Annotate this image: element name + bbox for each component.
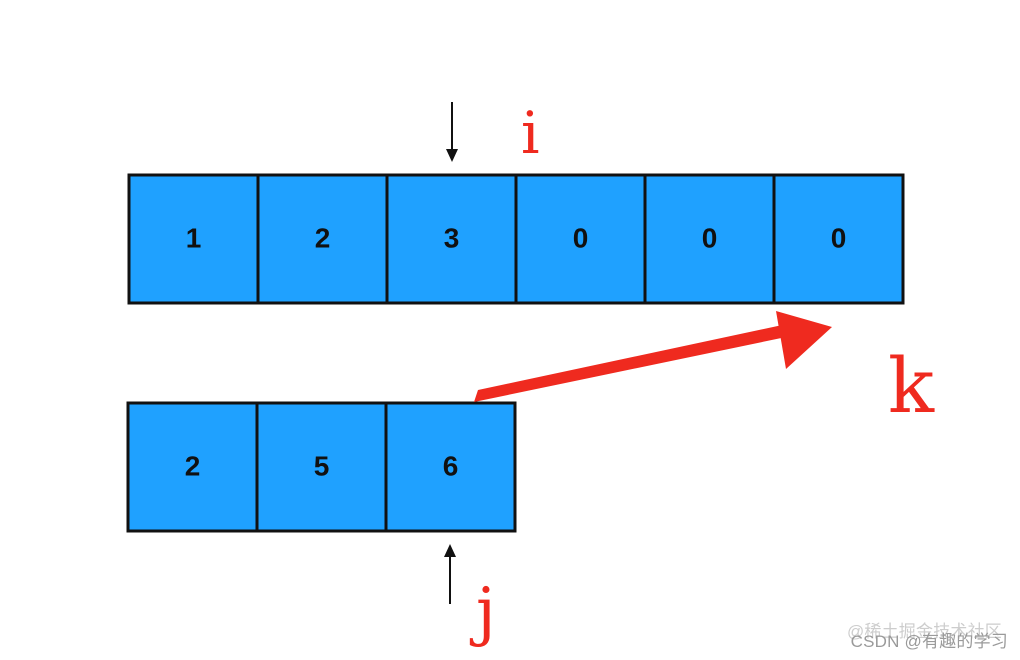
top-array-cell-1: [127, 173, 260, 305]
bottom-array: 2 5 6: [126, 401, 517, 533]
bottom-array-value-2: 5: [314, 450, 330, 481]
bottom-array-value-1: 2: [185, 450, 201, 481]
pointer-j-head: [444, 544, 456, 557]
pointer-i-head: [446, 149, 458, 162]
top-array-cell-5: [643, 173, 776, 305]
move-arrow-head: [776, 311, 832, 369]
top-array: 1 2 3 0 0 0: [127, 173, 905, 305]
pointer-k-label: k: [888, 341, 935, 430]
top-array-value-5: 0: [702, 222, 718, 253]
top-array-value-3: 3: [444, 222, 460, 253]
move-arrow-shaft: [474, 324, 791, 402]
bottom-array-value-3: 6: [443, 450, 459, 481]
watermark-primary: CSDN @有趣的学习: [850, 632, 1008, 651]
move-arrow: [474, 311, 832, 402]
top-array-value-4: 0: [573, 222, 589, 253]
bottom-array-cell-2: [255, 401, 388, 533]
top-array-value-6: 0: [831, 222, 847, 253]
top-array-value-2: 2: [315, 222, 331, 253]
top-array-cell-3: [385, 173, 518, 305]
pointer-i-arrow: [446, 102, 458, 162]
top-array-value-1: 1: [186, 222, 202, 253]
bottom-array-cell-1: [126, 401, 259, 533]
pointer-i-label: i: [521, 99, 540, 167]
pointer-j-label: j: [469, 575, 496, 649]
pointer-j-arrow: [444, 544, 456, 604]
top-array-cell-6: [772, 173, 905, 305]
watermark-secondary: @稀土掘金技术社区: [846, 622, 1002, 641]
top-array-cell-2: [256, 173, 389, 305]
bottom-array-cell-3: [384, 401, 517, 533]
